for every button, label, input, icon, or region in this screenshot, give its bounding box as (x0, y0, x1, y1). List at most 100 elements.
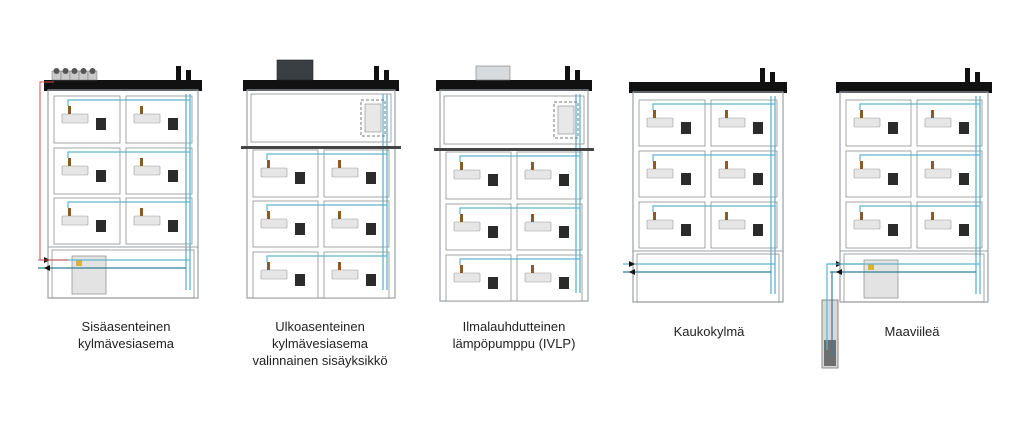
chimney-icon (186, 70, 191, 80)
well-water (824, 340, 836, 366)
caption-sisaasenteinen: Sisäasenteinen kylmävesiasema (26, 318, 226, 352)
caption-ivlp: Ilmalauhdutteinen lämpöpumppu (IVLP) (414, 318, 614, 352)
valve-icon (460, 162, 463, 170)
roof (629, 82, 787, 93)
valve-icon (725, 110, 728, 118)
fan-coil-icon (853, 219, 881, 230)
thermostat-icon (295, 274, 305, 286)
chimney-icon (975, 72, 980, 82)
thermostat-icon (559, 277, 569, 289)
thermostat-icon (753, 122, 763, 134)
chimney-icon (176, 66, 181, 80)
valve-icon (68, 106, 71, 114)
thermostat-icon (559, 174, 569, 186)
fan-coil-icon (61, 215, 89, 226)
flow-arrow-icon (44, 265, 50, 271)
caption-maaviilea: Maaviileä (812, 323, 1012, 340)
fan-blade-icon (71, 68, 78, 74)
chilled-water-pipe (459, 258, 580, 265)
fan-coil-icon (331, 218, 359, 229)
chimney-icon (770, 72, 775, 82)
chilled-water-pipe (67, 201, 190, 208)
valve-icon (267, 211, 270, 219)
chilled-water-pipe (67, 99, 190, 106)
roof (44, 80, 202, 91)
fan-coil-icon (61, 113, 89, 124)
thermostat-icon (753, 224, 763, 236)
chilled-water-pipe (266, 153, 387, 160)
flow-arrow-icon (836, 269, 842, 275)
chilled-water-pipe (859, 103, 980, 110)
fan-coil-icon (524, 221, 552, 232)
outdoor-chiller-icon (276, 59, 314, 81)
valve-icon (931, 212, 934, 220)
caption-line: Ulkoasenteinen (275, 319, 365, 334)
fan-coil-icon (133, 215, 161, 226)
thermostat-icon (888, 122, 898, 134)
plant-room (443, 95, 585, 145)
plant-room (250, 93, 392, 143)
caption-line: kylmävesiasema (77, 336, 175, 351)
valve-icon (725, 161, 728, 169)
valve-icon (68, 158, 71, 166)
valve-icon (460, 214, 463, 222)
chimney-icon (965, 68, 970, 82)
chilled-water-pipe (652, 103, 775, 110)
valve-icon (860, 212, 863, 220)
fan-coil-icon (924, 219, 952, 230)
valve-icon (860, 110, 863, 118)
fan-coil-icon (61, 165, 89, 176)
fan-coil-icon (133, 113, 161, 124)
fan-coil-icon (453, 169, 481, 180)
valve-icon (653, 110, 656, 118)
thermostat-icon (366, 172, 376, 184)
building-ulkoasenteinen (241, 59, 401, 299)
plant-room (636, 253, 780, 303)
valve-icon (338, 160, 341, 168)
caption-line: Sisäasenteinen (81, 319, 171, 334)
thermostat-icon (96, 118, 106, 130)
chimney-icon (565, 66, 570, 80)
thermostat-icon (295, 223, 305, 235)
chilled-water-pipe (266, 204, 387, 211)
condenser-pipe (39, 81, 68, 261)
caption-line: valinnainen sisäyksikkö (252, 353, 388, 368)
heat-pump-icon (475, 65, 511, 81)
thermostat-icon (366, 274, 376, 286)
chilled-water-pipe (67, 151, 190, 158)
chimney-icon (760, 68, 765, 82)
fan-coil-icon (260, 269, 288, 280)
caption-ulkoasenteinen: Ulkoasenteinen kylmävesiasema valinnaine… (220, 318, 420, 369)
caption-line: kylmävesiasema (271, 336, 369, 351)
caption-line: Ilmalauhdutteinen (462, 319, 566, 334)
chimney-icon (384, 70, 389, 80)
fan-coil-icon (260, 167, 288, 178)
valve-icon (267, 160, 270, 168)
chilled-water-pipe (266, 255, 387, 262)
thermostat-icon (96, 170, 106, 182)
caption-line: lämpöpumppu (IVLP) (452, 336, 576, 351)
thermostat-icon (295, 172, 305, 184)
roof (436, 80, 592, 91)
fan-coil-icon (924, 117, 952, 128)
chilled-water-pipe (652, 154, 775, 161)
plant-room (843, 253, 985, 303)
fan-coil-icon (646, 219, 674, 230)
thermostat-icon (681, 224, 691, 236)
fan-coil-icon (646, 168, 674, 179)
roof (243, 80, 399, 91)
building-sisaasenteinen (38, 66, 202, 299)
fan-coil-icon (718, 219, 746, 230)
thermostat-icon (488, 174, 498, 186)
building-outline (439, 89, 589, 302)
valve-icon (531, 162, 534, 170)
flow-arrow-icon (629, 269, 635, 275)
thermostat-icon (753, 173, 763, 185)
chimney-icon (374, 66, 379, 80)
valve-icon (460, 265, 463, 273)
valve-icon (860, 161, 863, 169)
fan-coil-icon (133, 165, 161, 176)
chilled-water-pipe (859, 154, 980, 161)
valve-icon (140, 208, 143, 216)
chimney-icon (575, 70, 580, 80)
